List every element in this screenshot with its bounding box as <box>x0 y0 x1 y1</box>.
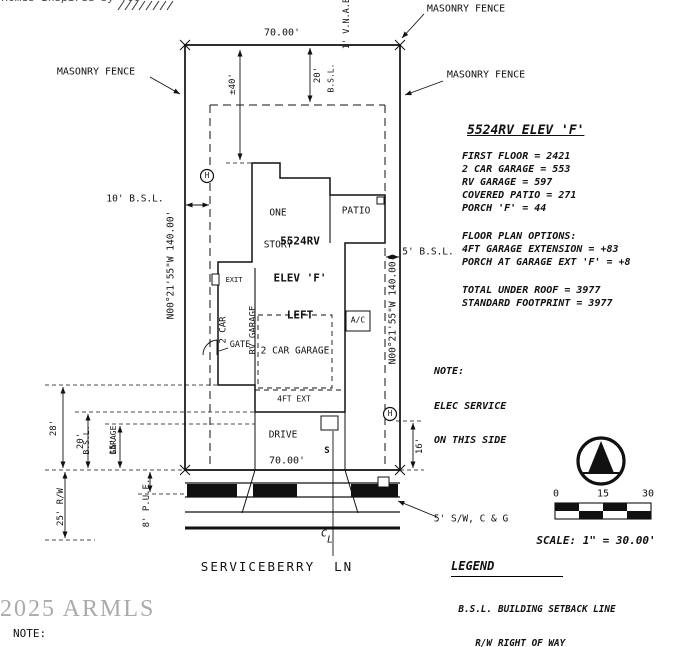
scale-tick-30: 30 <box>641 488 655 500</box>
sidewalk-callout: 5' S/W, C & G <box>433 513 509 525</box>
house-footprint <box>211 162 386 431</box>
hose-bib-icon <box>199 168 215 184</box>
elec-note-line3: ON THIS SIDE <box>434 435 507 446</box>
front-width-dimension: 70.00' <box>263 27 301 39</box>
one-story-label: ONE STORY <box>264 188 293 273</box>
sewer-marker: S <box>324 445 330 456</box>
centerline-icon: C <box>320 528 328 540</box>
ac-label: A/C <box>350 315 366 325</box>
garage-dashed-outline <box>255 314 345 391</box>
one-story-line1: ONE <box>269 207 287 219</box>
dim-40-label: ±40' <box>227 73 238 95</box>
centerline-icon: L <box>326 534 334 546</box>
drive-label: DRIVE <box>268 429 298 441</box>
driveway-lines <box>241 412 359 556</box>
model-line2: ELEV 'F' <box>273 270 327 284</box>
legend-desc: BUILDING SETBACK LINE <box>498 604 616 616</box>
legend-title: LEGEND <box>451 559 563 577</box>
info-line: STANDARD FOOTPRINT = 3977 <box>462 298 613 309</box>
stoop <box>320 415 339 431</box>
gate-label: GATE <box>229 340 251 351</box>
info-line: PORCH AT GARAGE EXT 'F' = +8 <box>462 257 631 268</box>
bsl-top-label: B.S.L. <box>326 63 336 93</box>
bsl-left-label: 10' B.S.L. <box>106 193 164 205</box>
gate-swing-icon <box>202 339 229 356</box>
street-lines <box>185 482 400 530</box>
dim-20-top-label: 20' <box>312 66 323 84</box>
builder-slogan: Homes Inspired by YOU <box>2 0 141 5</box>
model-line3: LEFT <box>286 307 314 321</box>
info-line: FIRST FLOOR = 2421 <box>462 151 571 162</box>
patio-post <box>376 196 385 205</box>
scale-tick-15: 15 <box>596 488 610 500</box>
elec-note: NOTE: ELEC SERVICE ON THIS SIDE <box>434 343 506 470</box>
legend-abbr: B.S.L. <box>458 604 492 616</box>
exit-door <box>211 273 220 286</box>
legend-abbr: R/W <box>475 637 492 647</box>
leader-lines <box>149 13 444 518</box>
north-arrow-icon <box>576 436 626 486</box>
scale-bar-icon <box>554 502 652 520</box>
street-name: SERVICEBERRY LN <box>200 559 354 574</box>
masonry-fence-label: MASONRY FENCE <box>56 66 136 78</box>
elevation-title: 5524RV ELEV 'F' <box>467 123 585 138</box>
one-story-line2: STORY <box>263 239 293 251</box>
info-line: RV GARAGE = 597 <box>462 177 553 188</box>
info-line: FLOOR PLAN OPTIONS: <box>462 231 577 242</box>
pue-label: 8' P.U.E. <box>141 478 152 528</box>
water-marker: W <box>383 487 389 497</box>
ac-pad <box>345 310 371 332</box>
dim-28-label: 28' <box>48 419 59 437</box>
masonry-fence-label: MASONRY FENCE <box>446 69 526 81</box>
exit-label: EXIT <box>225 276 243 285</box>
info-line: PORCH 'F' = 44 <box>462 203 547 214</box>
rv-garage-line2: RV GARAGE <box>249 305 260 355</box>
water-meter-box <box>377 476 390 488</box>
scale-tick-0: 0 <box>552 488 560 500</box>
info-line: COVERED PATIO = 271 <box>462 190 577 201</box>
bsl-garage-label: B.S.L. GARAGE <box>65 426 137 455</box>
dim-16-label: 16' <box>414 437 425 455</box>
info-line: 4FT GARAGE EXTENSION = +83 <box>462 244 619 255</box>
garage-label: 2 CAR GARAGE <box>260 345 330 357</box>
bottom-note: NOTE: <box>13 627 47 640</box>
elec-note-line2: ELEC SERVICE <box>434 400 507 412</box>
bottom-width-dimension: 70.00' <box>268 455 306 467</box>
masonry-fence-label: MASONRY FENCE <box>426 3 506 15</box>
info-line: 2 CAR GARAGE = 553 <box>462 164 571 175</box>
sidewalk-panels <box>187 484 398 497</box>
scale-text: SCALE: 1" = 30.00' <box>536 533 656 547</box>
hose-bib-letter: H <box>204 170 210 180</box>
elec-note-line1: NOTE: <box>434 366 465 377</box>
legend-desc: RIGHT OF WAY <box>498 637 566 647</box>
hose-bib-icon <box>382 406 398 422</box>
dimension-lines <box>60 48 416 538</box>
bearing-right-label: N00°21'55"W 140.00' <box>387 255 399 365</box>
bsl-right-label: 5' B.S.L. <box>402 246 454 258</box>
hatch-marks-icon <box>117 0 174 11</box>
dim-15-label: 15' <box>108 438 119 456</box>
bsl-garage-line1: B.S.L. <box>82 425 92 455</box>
armls-watermark: 2025 ARMLS <box>0 596 156 622</box>
info-line: TOTAL UNDER ROOF = 3977 <box>462 285 601 296</box>
patio-label: PATIO <box>341 205 371 217</box>
hose-bib-letter: H <box>387 408 393 418</box>
legend-item: B.S.L. BUILDING SETBACK LINE <box>444 605 649 617</box>
model-line1: 5524RV <box>280 233 320 247</box>
model-label: 5524RV ELEV 'F' LEFT <box>274 210 327 345</box>
rv-garage-line1: 2 CAR <box>218 316 229 344</box>
legend-list: B.S.L. BUILDING SETBACK LINE R/W RIGHT O… <box>444 584 649 647</box>
vnae-label: 1' V.N.A.E. <box>342 0 353 50</box>
extension-lines <box>45 162 424 541</box>
rw-label: 25' R/W <box>55 488 66 526</box>
ext-label: 4FT EXT <box>277 394 311 404</box>
legend-item: R/W RIGHT OF WAY <box>444 637 649 647</box>
bearing-left-label: N00°21'55"W 140.00' <box>165 210 177 320</box>
